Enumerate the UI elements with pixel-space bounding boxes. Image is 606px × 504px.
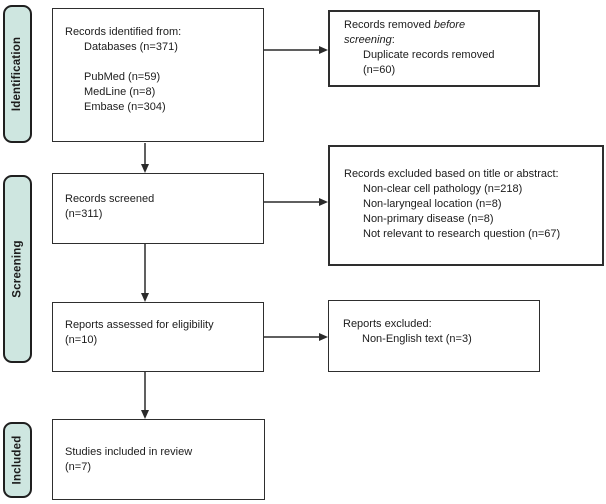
records-removed-detail: Duplicate records removed bbox=[363, 49, 495, 61]
records-removed-prefix: Records removed bbox=[344, 19, 434, 31]
box-reports-assessed: Reports assessed for eligibility (n=10) bbox=[52, 302, 264, 372]
records-removed-italic-screening: screening bbox=[344, 34, 392, 46]
records-removed-title-line2: screening: bbox=[344, 33, 535, 48]
box-records-screened: Records screened (n=311) bbox=[52, 173, 264, 244]
records-screened-count: (n=311) bbox=[65, 208, 103, 220]
records-removed-count: (n=60) bbox=[363, 64, 396, 76]
records-identified-source-embase: Embase (n=304) bbox=[84, 101, 166, 113]
records-excluded-reason-pathology: Non-clear cell pathology (n=218) bbox=[363, 183, 523, 195]
records-screened-title: Records screened bbox=[65, 193, 155, 205]
box-records-identified: Records identified from: Databases (n=37… bbox=[52, 8, 264, 142]
stage-label-screening-text: Screening bbox=[11, 240, 24, 298]
box-studies-included: Studies included in review (n=7) bbox=[52, 419, 265, 500]
records-identified-source-pubmed: PubMed (n=59) bbox=[84, 71, 161, 83]
reports-excluded-reason: Non-English text (n=3) bbox=[362, 333, 472, 345]
records-removed-colon: : bbox=[391, 34, 395, 46]
records-removed-italic-before: before bbox=[433, 19, 466, 31]
blank-line bbox=[65, 55, 258, 70]
box-records-removed: Records removed before screening: Duplic… bbox=[328, 10, 540, 87]
records-identified-title: Records identified from: bbox=[65, 26, 182, 38]
stage-label-included-text: Included bbox=[11, 435, 24, 485]
studies-included-count: (n=7) bbox=[65, 461, 91, 473]
box-records-excluded: Records excluded based on title or abstr… bbox=[328, 145, 604, 266]
records-excluded-title: Records excluded based on title or abstr… bbox=[344, 168, 559, 180]
records-identified-source-medline: MedLine (n=8) bbox=[84, 86, 156, 98]
records-removed-title-line1: Records removed before bbox=[344, 18, 535, 33]
stage-label-included: Included bbox=[3, 422, 32, 498]
stage-label-identification: Identification bbox=[3, 5, 32, 143]
stage-label-screening: Screening bbox=[3, 175, 32, 363]
records-identified-databases: Databases (n=371) bbox=[84, 41, 178, 53]
records-excluded-reason-disease: Non-primary disease (n=8) bbox=[363, 213, 494, 225]
stage-label-identification-text: Identification bbox=[11, 36, 24, 112]
reports-assessed-count: (n=10) bbox=[65, 334, 98, 346]
reports-excluded-title: Reports excluded: bbox=[343, 318, 432, 330]
box-reports-excluded: Reports excluded: Non-English text (n=3) bbox=[328, 300, 540, 372]
reports-assessed-title: Reports assessed for eligibility bbox=[65, 319, 214, 331]
studies-included-title: Studies included in review bbox=[65, 446, 193, 458]
records-excluded-reason-location: Non-laryngeal location (n=8) bbox=[363, 198, 502, 210]
records-excluded-reason-relevance: Not relevant to research question (n=67) bbox=[363, 228, 561, 240]
